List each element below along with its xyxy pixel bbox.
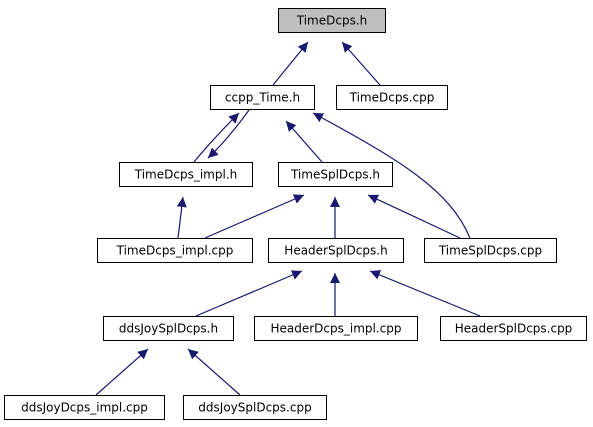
node-label: HeaderSplDcps.h (284, 244, 387, 258)
edge-arrow (193, 112, 240, 163)
edge-arrow (195, 270, 303, 317)
node-timedcps-cpp[interactable]: TimeDcps.cpp (336, 85, 448, 110)
node-box (103, 316, 234, 341)
node-timespldcps-cpp[interactable]: TimeSplDcps.cpp (424, 238, 557, 263)
nodes-layer: TimeDcps.h ccpp_Time.h TimeDcps.cppTimeDcp… (4, 8, 587, 420)
edge-arrow (312, 112, 471, 239)
node-headerspldcps-h[interactable]: HeaderSplDcps.h (268, 238, 404, 263)
edge-arrow (207, 109, 250, 159)
node-ddsjoyspldcps-h[interactable]: ddsJoySplDcps.h (103, 316, 234, 341)
node-timespldcps-h[interactable]: TimeSplDcps.h (278, 162, 393, 187)
node-label: ddsJoyDcps_impl.cpp (21, 401, 148, 415)
node-box (336, 85, 448, 110)
edge-timedcps_impl_h-to-ccpp_time_h (193, 112, 240, 163)
node-label: TimeDcps.cpp (349, 91, 435, 105)
edge-ddsjoyspldcps_cpp-to-ddsjoyspldcps_h (187, 348, 241, 396)
node-box (119, 162, 253, 187)
node-headerdcps-impl-cpp[interactable]: HeaderDcps_impl.cpp (254, 316, 418, 341)
edge-timedcps_impl_cpp-to-timespldcps_h (204, 194, 305, 239)
node-box (183, 395, 327, 420)
edge-arrow (272, 41, 309, 86)
node-ccpp-time-h[interactable]: ccpp_Time.h (210, 85, 315, 110)
node-label: TimeSplDcps.cpp (438, 244, 542, 258)
node-label: TimeSplDcps.h (290, 168, 380, 182)
edge-ddsjoyspldcps_h-to-headerspldcps_h (195, 270, 303, 317)
node-label: ddsJoySplDcps.h (119, 322, 218, 336)
node-label: TimeDcps_impl.h (134, 168, 237, 182)
node-label: HeaderDcps_impl.cpp (270, 322, 401, 336)
node-label: TimeDcps_impl.cpp (116, 244, 234, 258)
node-timedcps-impl-cpp[interactable]: TimeDcps_impl.cpp (97, 238, 253, 263)
node-timedcps-h: TimeDcps.h (278, 8, 386, 33)
node-box (254, 316, 418, 341)
edge-arrow (367, 194, 461, 239)
node-label: HeaderSplDcps.cpp (455, 322, 573, 336)
node-box (4, 395, 165, 420)
edge-arrow (285, 120, 323, 163)
edge-timedcps_cpp-to-timedcps_h (341, 41, 381, 86)
node-box (97, 238, 253, 263)
edge-timespldcps_cpp-to-ccpp_time_h (312, 112, 471, 239)
edge-timedcps_impl_cpp-to-timedcps_impl_h (176, 196, 187, 239)
edge-ccpp_time_h-to-timedcps_h (272, 41, 309, 86)
node-timedcps-impl-h[interactable]: TimeDcps_impl.h (119, 162, 253, 187)
node-headerspldcps-cpp[interactable]: HeaderSplDcps.cpp (440, 316, 587, 341)
node-box (278, 162, 393, 187)
edge-timespldcps_cpp-to-timespldcps_h (367, 194, 461, 239)
edge-arrow (95, 348, 149, 396)
node-box (440, 316, 587, 341)
edge-arrow (187, 348, 241, 396)
edge-arrow (341, 41, 381, 86)
node-label: ddsJoySplDcps.cpp (198, 401, 311, 415)
edge-ccpp_time_h-to-timedcps_impl_h (207, 109, 250, 159)
edge-timespldcps_h-to-ccpp_time_h (285, 120, 323, 163)
node-label: TimeDcps.h (296, 14, 368, 28)
edge-arrow (204, 194, 305, 239)
edges-layer (95, 41, 481, 396)
node-label: ccpp_Time.h (225, 91, 300, 105)
node-box (210, 85, 315, 110)
edge-headerspldcps_cpp-to-headerspldcps_h (369, 270, 481, 317)
node-ddsjoydcps-impl-cpp[interactable]: ddsJoyDcps_impl.cpp (4, 395, 165, 420)
edge-arrow (176, 196, 187, 239)
edge-arrow (369, 270, 481, 317)
node-box (268, 238, 404, 263)
node-ddsjoyspldcps-cpp[interactable]: ddsJoySplDcps.cpp (183, 395, 327, 420)
node-box (278, 8, 386, 33)
edge-ddsjoydcps_impl_cpp-to-ddsjoyspldcps_h (95, 348, 149, 396)
node-box (424, 238, 557, 263)
